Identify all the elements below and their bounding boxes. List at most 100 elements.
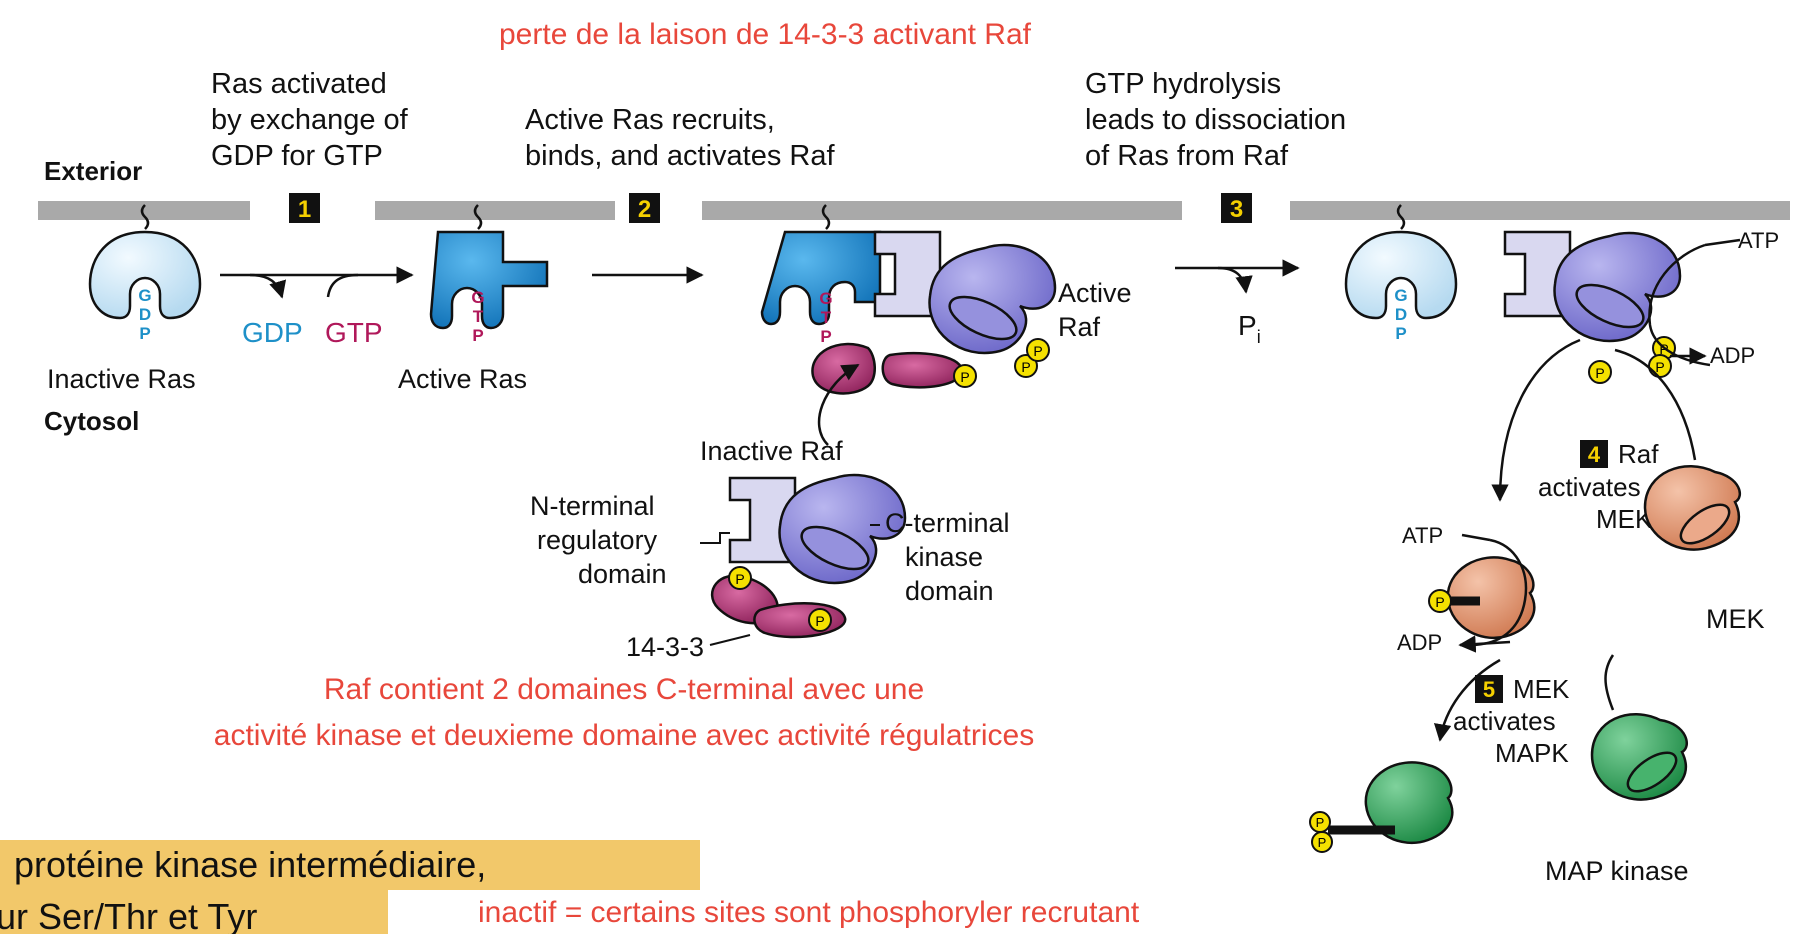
highlight-line1: protéine kinase intermédiaire, — [0, 840, 700, 890]
top-annotation: perte de la laison de 14-3-3 activant Ra… — [499, 18, 1032, 51]
gdp-label: GDP — [242, 317, 303, 348]
step2-caption: Active Ras recruits, binds, and activate… — [525, 104, 835, 172]
svg-text:of Ras from Raf: of Ras from Raf — [1085, 140, 1289, 172]
active-ras-label: Active Ras — [398, 364, 527, 394]
step3-caption: GTP hydrolysis leads to dissociation of … — [1085, 68, 1346, 172]
inactive-to-active-arrow — [817, 363, 860, 446]
n-terminal-line1: N-terminal — [530, 491, 655, 521]
svg-text:by exchange of: by exchange of — [211, 104, 409, 136]
highlight-line2: ur Ser/Thr et Tyr — [0, 890, 388, 934]
mek-active: P — [1428, 556, 1536, 640]
step5-text-2: activates — [1453, 706, 1556, 736]
cytosol-label: Cytosol — [44, 406, 139, 436]
svg-text:4: 4 — [1588, 442, 1601, 467]
svg-text:D: D — [1395, 305, 1407, 324]
step1-caption: Ras activated by exchange of GDP for GTP — [211, 68, 409, 172]
step4-text-2: activates — [1538, 472, 1641, 502]
exterior-label: Exterior — [44, 156, 142, 186]
mek-atp-adp-arrows — [1458, 533, 1528, 653]
active-raf-label-2: Raf — [1058, 312, 1101, 342]
svg-text:P: P — [1318, 835, 1327, 850]
n-terminal-line2: regulatory — [537, 525, 658, 555]
step-marker-2: 2 — [629, 193, 660, 223]
svg-text:P: P — [1395, 324, 1406, 343]
ras-raf-complex: G T P P P P — [760, 230, 1057, 395]
raf-annotation-line1: Raf contient 2 domaines C-terminal avec … — [324, 673, 924, 706]
raf-atp-label: ATP — [1738, 228, 1779, 253]
svg-text:GTP hydrolysis: GTP hydrolysis — [1085, 68, 1281, 100]
c-terminal-line3: domain — [905, 576, 994, 606]
svg-text:P: P — [1033, 343, 1042, 359]
active-raf-label-1: Active — [1058, 278, 1132, 308]
mek-label: MEK — [1706, 604, 1765, 634]
protein-1433-label: 14-3-3 — [626, 632, 704, 662]
svg-text:P: P — [1316, 815, 1325, 830]
bottom-annotation: inactif = certains sites sont phosphoryl… — [478, 896, 1140, 929]
svg-text:P: P — [472, 326, 483, 345]
released-active-raf: P P P — [1503, 230, 1682, 384]
svg-text:5: 5 — [1483, 677, 1495, 702]
inactive-raf: P P — [710, 473, 907, 639]
inactive-raf-leader-lines — [700, 524, 880, 646]
pi-label: Pi — [1238, 310, 1261, 347]
inactive-ras-label: Inactive Ras — [47, 364, 196, 394]
svg-text:P: P — [815, 613, 824, 629]
inactive-raf-label: Inactive Raf — [700, 436, 843, 466]
raf-adp-label: ADP — [1710, 343, 1755, 368]
svg-text:Active Ras recruits,: Active Ras recruits, — [525, 104, 775, 136]
step4-text-1: Raf — [1618, 439, 1659, 469]
step-marker-1: 1 — [289, 193, 320, 223]
gtp-label: GTP — [325, 317, 383, 348]
svg-text:P: P — [1021, 359, 1030, 375]
svg-text:GDP for GTP: GDP for GTP — [211, 140, 383, 172]
raf-annotation-line2: activité kinase et deuxieme domaine avec… — [214, 719, 1034, 752]
raf-to-mek-arrow — [1491, 338, 1697, 502]
mapk-inactive — [1590, 712, 1688, 801]
lipid-anchors — [140, 204, 1406, 230]
mek-inactive — [1643, 464, 1741, 551]
inactive-ras: G D P — [88, 230, 202, 343]
svg-text:leads to dissociation: leads to dissociation — [1085, 104, 1346, 136]
mek-adp-label: ADP — [1397, 630, 1442, 655]
svg-text:T: T — [821, 308, 832, 327]
map-kinase-label: MAP kinase — [1545, 856, 1689, 886]
n-terminal-line3: domain — [578, 559, 667, 589]
active-ras: G T P — [429, 230, 549, 345]
step-marker-3: 3 — [1221, 193, 1252, 223]
step5-text-1: MEK — [1513, 674, 1570, 704]
released-inactive-ras: G D P — [1344, 230, 1458, 343]
svg-text:P: P — [1655, 359, 1664, 375]
svg-text:Ras activated: Ras activated — [211, 68, 387, 100]
arrow-step3 — [1175, 259, 1300, 294]
svg-text:G: G — [819, 289, 832, 308]
mek-atp-label: ATP — [1402, 523, 1443, 548]
svg-text:D: D — [139, 305, 151, 324]
c-terminal-line1: C-terminal — [885, 508, 1010, 538]
svg-text:2: 2 — [638, 196, 651, 223]
svg-text:P: P — [820, 327, 831, 346]
svg-text:P: P — [735, 571, 744, 587]
svg-text:G: G — [1394, 286, 1407, 305]
step-marker-5: 5 — [1475, 675, 1503, 703]
c-terminal-line2: kinase — [905, 542, 983, 572]
svg-text:G: G — [138, 286, 151, 305]
svg-text:1: 1 — [298, 196, 311, 223]
plasma-membrane — [38, 201, 1790, 220]
raf-phospho-sites: P P P — [953, 338, 1050, 388]
svg-text:3: 3 — [1230, 196, 1243, 223]
svg-text:P: P — [139, 324, 150, 343]
step-marker-4: 4 — [1580, 440, 1608, 468]
svg-text:T: T — [473, 307, 484, 326]
svg-text:P: P — [1435, 594, 1444, 610]
svg-text:G: G — [471, 288, 484, 307]
mek-to-mapk-arrow — [1433, 654, 1615, 742]
arrow-step1 — [220, 266, 414, 299]
mapk-active: P P — [1309, 761, 1454, 853]
step4-text-3: MEK — [1596, 504, 1653, 534]
step5-text-3: MAPK — [1495, 738, 1569, 768]
svg-text:binds, and activates Raf: binds, and activates Raf — [525, 140, 835, 172]
svg-text:P: P — [1595, 365, 1604, 381]
raf-atp-adp-arrows — [1648, 238, 1741, 367]
